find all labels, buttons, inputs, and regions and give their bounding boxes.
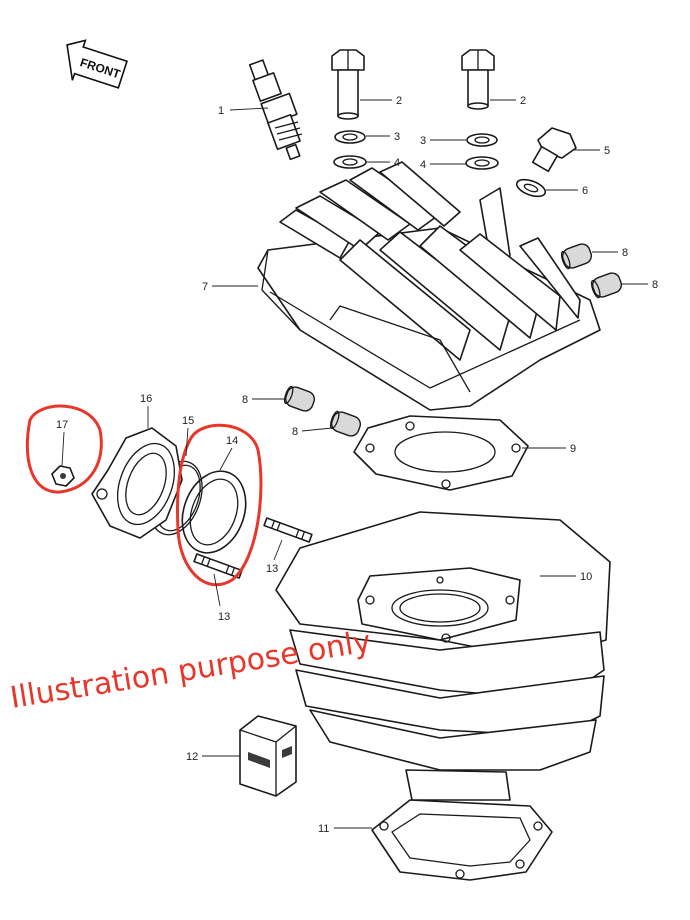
label-part-10: 10 <box>580 571 592 583</box>
label-part-5: 5 <box>604 145 610 157</box>
label-part-2a: 2 <box>396 95 402 107</box>
label-part-8d: 8 <box>292 426 298 438</box>
rubber-damper <box>239 715 297 797</box>
head-gasket <box>353 415 529 491</box>
plug-bolt <box>515 127 577 198</box>
label-part-8b: 8 <box>652 279 658 291</box>
label-part-8c: 8 <box>242 394 248 406</box>
label-part-8a: 8 <box>622 247 628 259</box>
label-part-6: 6 <box>582 185 588 197</box>
dowel-pins <box>283 243 623 437</box>
label-part-13b: 13 <box>218 611 230 623</box>
label-part-11: 11 <box>318 823 329 835</box>
label-part-4b: 4 <box>420 159 426 171</box>
label-part-14: 14 <box>226 435 238 447</box>
label-part-4a: 4 <box>394 157 400 169</box>
spark-plug <box>248 59 303 161</box>
label-part-3a: 3 <box>394 131 400 143</box>
nut <box>51 465 75 487</box>
part-labels: 1 2 2 3 3 4 4 5 6 7 8 8 8 8 9 10 11 12 1… <box>56 95 658 835</box>
highlight-marks <box>25 404 263 587</box>
base-gasket <box>371 799 553 881</box>
highlight-part-17 <box>25 404 103 494</box>
label-part-16: 16 <box>140 393 152 405</box>
studs <box>193 517 313 579</box>
intake-gasket <box>181 470 247 554</box>
label-part-15: 15 <box>182 415 194 427</box>
head-bolt-right <box>461 49 495 110</box>
cylinder-block <box>275 511 611 801</box>
washers <box>333 130 499 170</box>
label-part-17: 17 <box>56 419 68 431</box>
label-part-3b: 3 <box>420 135 426 147</box>
intake-insulator <box>91 427 183 539</box>
leader-lines <box>61 99 648 829</box>
head-bolt-left <box>331 49 365 120</box>
cylinder-head <box>257 161 601 411</box>
highlight-part-14 <box>176 423 263 587</box>
label-part-9: 9 <box>570 443 576 455</box>
label-part-12: 12 <box>186 751 198 763</box>
label-part-7: 7 <box>202 281 208 293</box>
label-part-2b: 2 <box>520 95 526 107</box>
front-arrow: FRONT <box>66 39 128 89</box>
label-part-13a: 13 <box>266 563 278 575</box>
label-part-1: 1 <box>218 105 224 117</box>
